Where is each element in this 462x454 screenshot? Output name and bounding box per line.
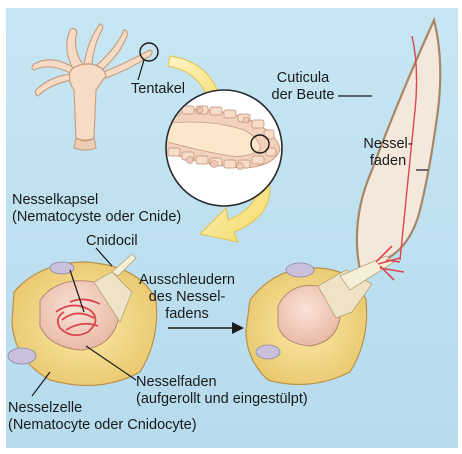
nesselzelle-coiled-illustration (7, 247, 158, 397)
label-cnidocil: Cnidocil (86, 233, 138, 249)
label-ausschleudern: Ausschleudern des Nessel- fadens (139, 272, 235, 322)
cnidocil-leader-line (95, 247, 113, 267)
tentakel-zoom-circle (139, 42, 159, 62)
tentacle-cross-section (165, 89, 283, 207)
label-nesselzelle: Nesselzelle (Nematocyte oder Cnidocyte) (8, 400, 197, 433)
prey-cuticle-shape (355, 16, 442, 272)
label-nesselfaden-coiled: Nesselfaden (aufgerollt und eingestülpt) (136, 374, 308, 407)
nesselzelle-fired-illustration (245, 245, 405, 386)
label-nesselkapsel: Nesselkapsel (Nematocyste oder Cnide) (12, 192, 182, 225)
cnide-zoom-circle (250, 134, 270, 154)
tentakel-leader-line (137, 59, 145, 81)
discharge-arrow (168, 322, 244, 334)
label-tentakel: Tentakel (131, 81, 186, 97)
hydra-polyp-illustration (31, 23, 153, 151)
label-nesselfaden-fired: Nessel- faden (363, 136, 413, 169)
nesselfaden-coiled-leader-line (85, 345, 137, 381)
fired-thread-line (399, 35, 418, 261)
label-cuticula-der-beute: Cuticula der Beute (271, 70, 335, 103)
nesselkapsel-leader-line (69, 269, 85, 313)
nesselzelle-leader-line (31, 371, 51, 397)
